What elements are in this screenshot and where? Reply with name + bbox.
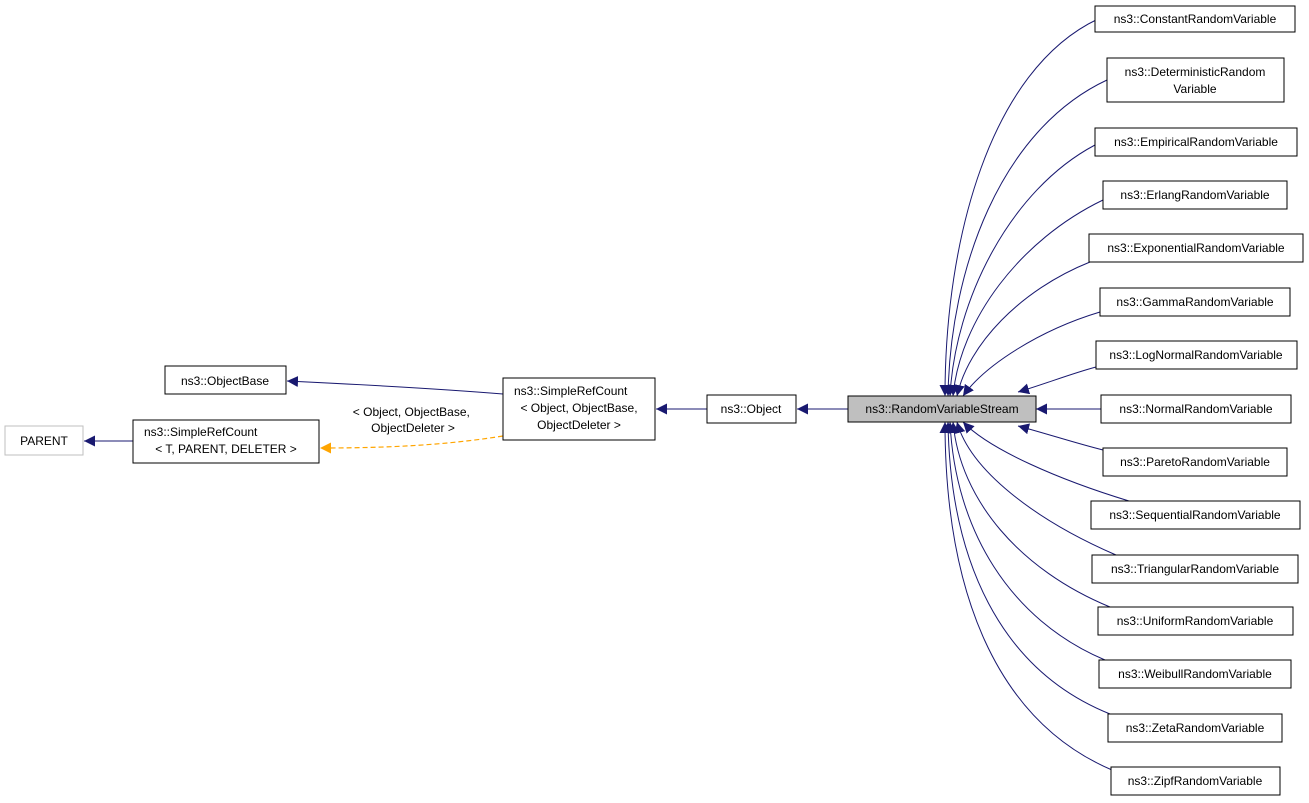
node-zipf[interactable]: ns3::ZipfRandomVariable xyxy=(1110,766,1281,796)
edge-empirical-to-rvs xyxy=(945,144,1096,397)
node-erlang-label: ns3::ErlangRandomVariable xyxy=(1120,188,1270,202)
edge-triangular-to-rvs xyxy=(954,421,1117,556)
edge-weibull-to-rvs xyxy=(945,421,1106,661)
node-normal[interactable]: ns3::NormalRandomVariable xyxy=(1100,394,1292,424)
node-weibull-label: ns3::WeibullRandomVariable xyxy=(1118,667,1272,681)
edge-sequential-to-rvs xyxy=(962,421,1130,502)
edge-exponential-to-rvs xyxy=(953,261,1091,397)
edge-zipf-to-rvs xyxy=(939,421,1113,771)
node-empirical-label: ns3::EmpiricalRandomVariable xyxy=(1114,135,1278,149)
node-simplerefcount-object-line-3: ObjectDeleter > xyxy=(537,418,621,432)
node-parent-label: PARENT xyxy=(20,434,68,448)
node-deterministic-line-1: ns3::DeterministicRandom xyxy=(1125,65,1266,79)
node-erlang[interactable]: ns3::ErlangRandomVariable xyxy=(1102,180,1288,210)
edge-gamma-to-rvs xyxy=(962,311,1101,397)
node-simplerefcount-template-line-1: ns3::SimpleRefCount xyxy=(144,425,258,439)
node-empirical[interactable]: ns3::EmpiricalRandomVariable xyxy=(1094,127,1298,157)
node-zipf-label: ns3::ZipfRandomVariable xyxy=(1128,774,1263,788)
node-simplerefcount-template[interactable]: ns3::SimpleRefCount < T, PARENT, DELETER… xyxy=(132,419,320,464)
node-exponential[interactable]: ns3::ExponentialRandomVariable xyxy=(1088,233,1304,263)
node-sequential[interactable]: ns3::SequentialRandomVariable xyxy=(1090,500,1301,530)
node-simplerefcount-object[interactable]: ns3::SimpleRefCount < Object, ObjectBase… xyxy=(502,377,656,441)
node-gamma[interactable]: ns3::GammaRandomVariable xyxy=(1099,287,1291,317)
node-pareto-label: ns3::ParetoRandomVariable xyxy=(1120,455,1270,469)
node-randomvariablestream-label: ns3::RandomVariableStream xyxy=(865,402,1018,416)
node-zeta[interactable]: ns3::ZetaRandomVariable xyxy=(1107,713,1283,743)
node-gamma-label: ns3::GammaRandomVariable xyxy=(1116,295,1274,309)
node-deterministic[interactable]: ns3::DeterministicRandom Variable xyxy=(1106,57,1285,103)
node-uniform-label: ns3::UniformRandomVariable xyxy=(1117,614,1274,628)
node-simplerefcount-object-line-2: < Object, ObjectBase, xyxy=(520,401,637,415)
node-sequential-label: ns3::SequentialRandomVariable xyxy=(1109,508,1281,522)
node-triangular[interactable]: ns3::TriangularRandomVariable xyxy=(1091,554,1299,584)
node-randomvariablestream[interactable]: ns3::RandomVariableStream xyxy=(847,395,1037,423)
node-pareto[interactable]: ns3::ParetoRandomVariable xyxy=(1102,447,1288,477)
edge-simplerefcount-object-to-objectbase xyxy=(286,376,504,395)
node-constant-label: ns3::ConstantRandomVariable xyxy=(1114,12,1277,26)
node-zeta-label: ns3::ZetaRandomVariable xyxy=(1126,721,1265,735)
edge-constant-to-rvs xyxy=(939,18,1099,397)
node-exponential-label: ns3::ExponentialRandomVariable xyxy=(1107,241,1285,255)
template-edge-label-line-1: < Object, ObjectBase, xyxy=(353,405,470,419)
template-edge-label-line-2: ObjectDeleter > xyxy=(371,421,455,435)
node-lognormal-label: ns3::LogNormalRandomVariable xyxy=(1109,348,1283,362)
node-simplerefcount-template-line-2: < T, PARENT, DELETER > xyxy=(155,442,297,456)
node-deterministic-line-2: Variable xyxy=(1173,82,1216,96)
edge-pareto-to-rvs xyxy=(1017,423,1104,451)
template-edge-label: < Object, ObjectBase, ObjectDeleter > xyxy=(353,405,473,435)
node-simplerefcount-object-line-1: ns3::SimpleRefCount xyxy=(514,384,628,398)
node-uniform[interactable]: ns3::UniformRandomVariable xyxy=(1097,606,1294,636)
node-parent[interactable]: PARENT xyxy=(4,425,84,456)
edge-uniform-to-rvs xyxy=(948,421,1111,608)
edge-lognormal-to-rvs xyxy=(1017,366,1097,395)
node-object-label: ns3::Object xyxy=(721,402,782,416)
node-objectbase[interactable]: ns3::ObjectBase xyxy=(164,365,287,395)
node-triangular-label: ns3::TriangularRandomVariable xyxy=(1111,562,1279,576)
edge-erlang-to-rvs xyxy=(948,199,1104,397)
edges xyxy=(84,18,1130,771)
node-normal-label: ns3::NormalRandomVariable xyxy=(1119,402,1273,416)
edge-zeta-to-rvs xyxy=(942,421,1111,715)
node-constant[interactable]: ns3::ConstantRandomVariable xyxy=(1094,5,1296,33)
node-lognormal[interactable]: ns3::LogNormalRandomVariable xyxy=(1095,340,1298,370)
edge-template-instantiation xyxy=(319,435,504,454)
node-object[interactable]: ns3::Object xyxy=(706,394,797,424)
node-objectbase-label: ns3::ObjectBase xyxy=(181,374,269,388)
node-weibull[interactable]: ns3::WeibullRandomVariable xyxy=(1098,659,1292,689)
edge-deterministic-to-rvs xyxy=(942,79,1108,397)
